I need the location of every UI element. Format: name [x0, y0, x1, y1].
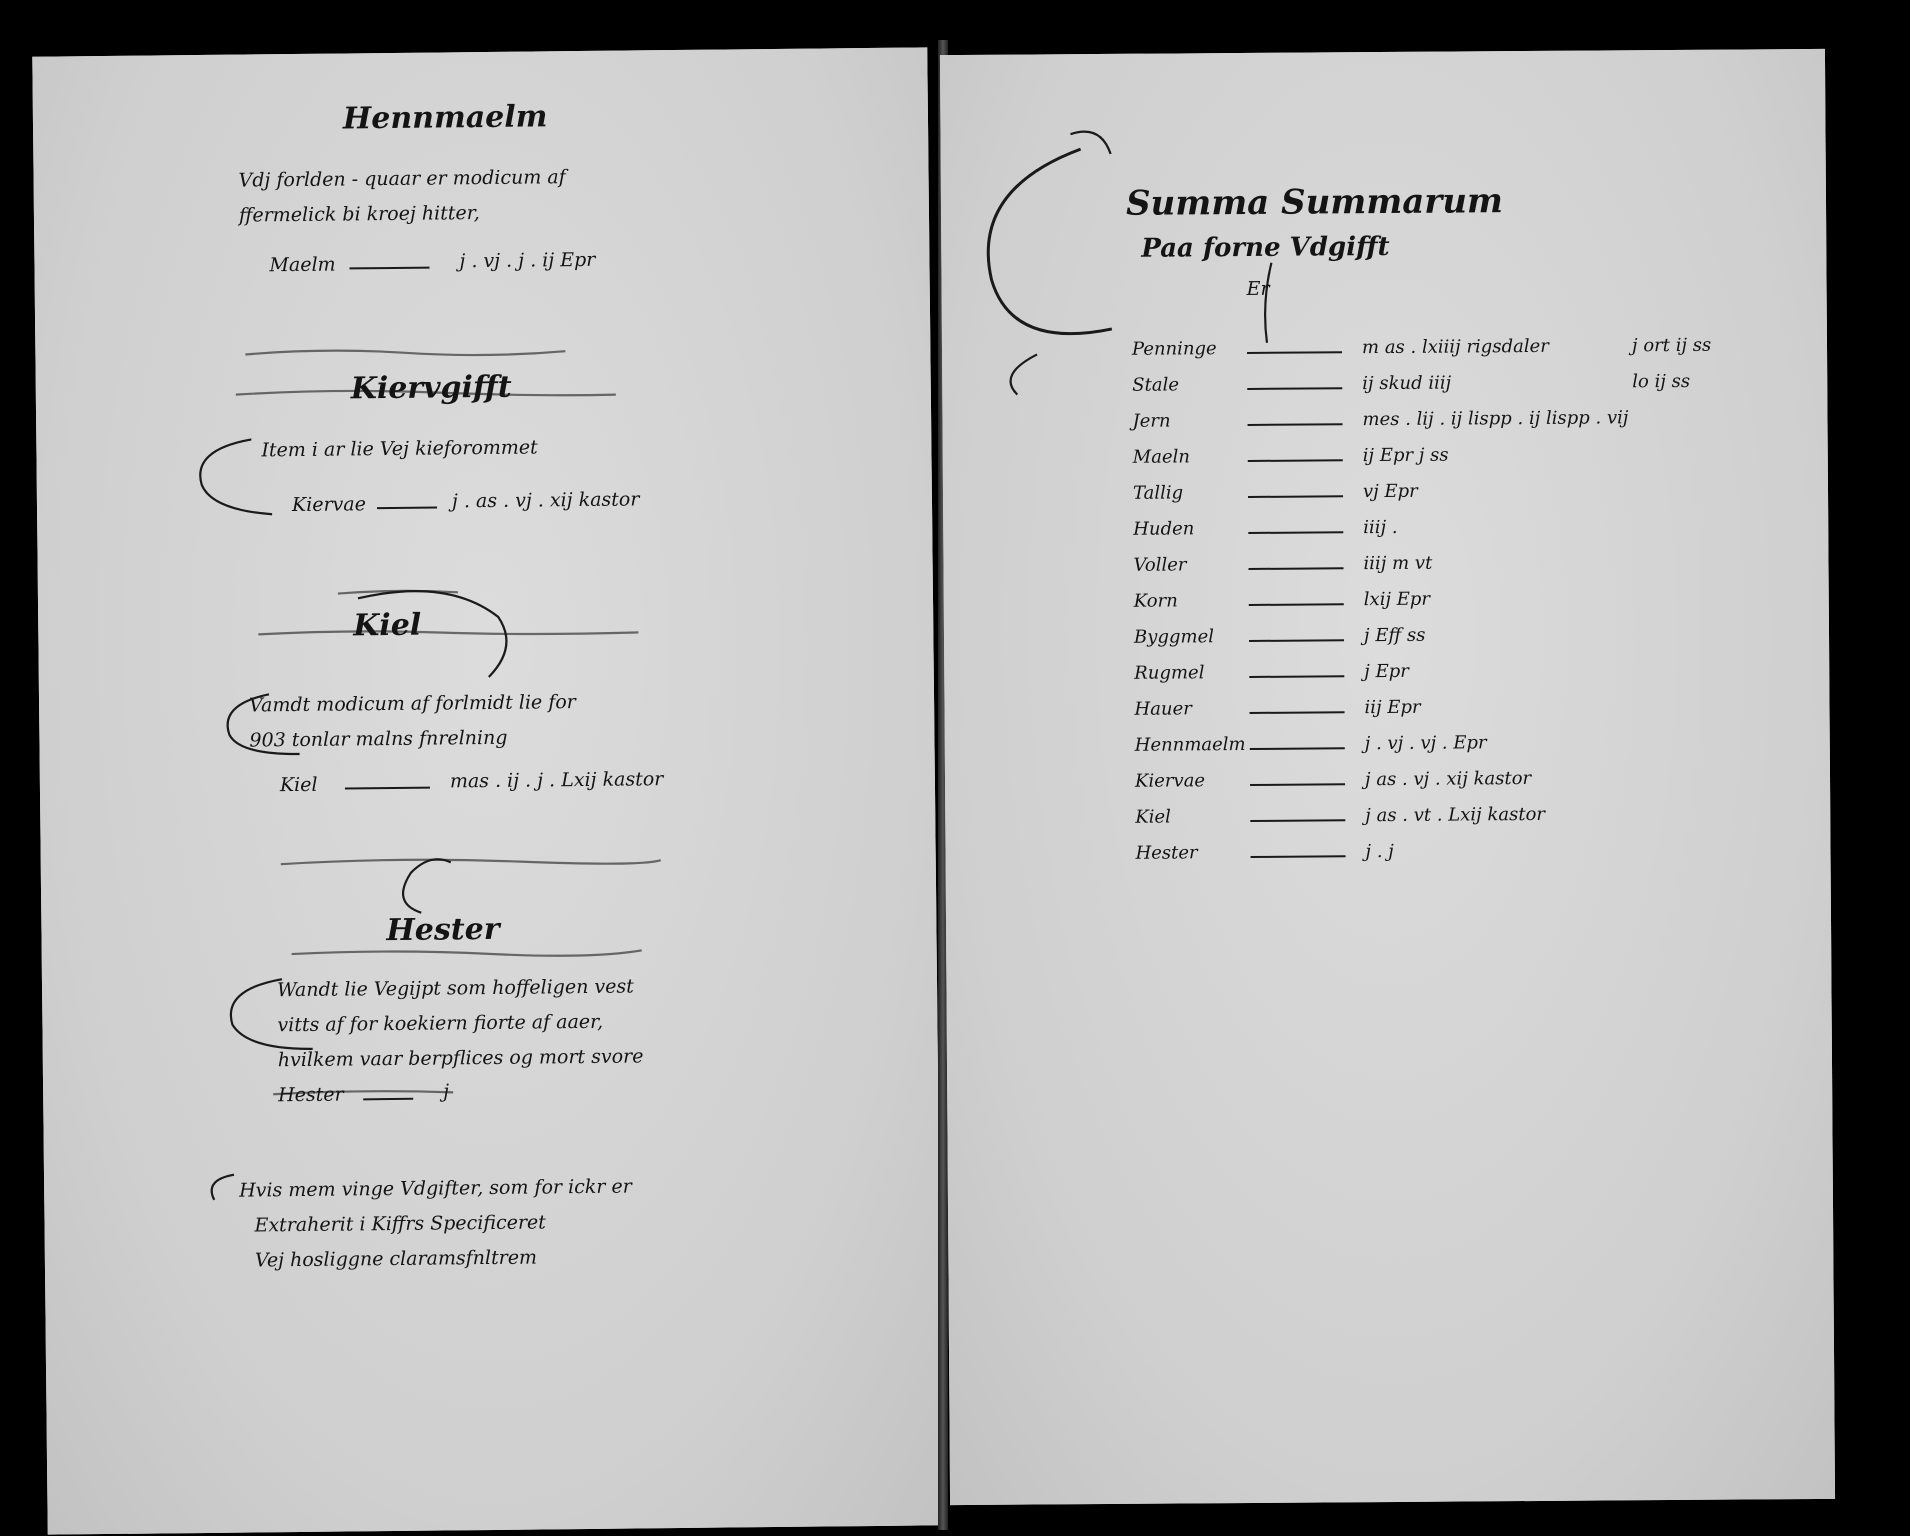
entry-dash [349, 266, 430, 270]
summary-row-value: ij Epr j ss [1362, 444, 1449, 467]
summary-er: Er [1246, 277, 1270, 300]
summary-row-value: j . vj . vj . Epr [1364, 732, 1487, 755]
section2-entry-label: Kiervae [291, 493, 367, 517]
section3-line2: 903 tonlar malns fnrelning [249, 726, 508, 752]
section-heading-hester: Hester [386, 911, 500, 949]
summary-row-label: Hennmaelm [1134, 733, 1246, 756]
section4-line1: Wandt lie Vegijpt som hoffeligen vest [276, 975, 634, 1002]
summary-row-dash [1250, 783, 1346, 786]
section1-line2: ffermelick bi kroej hitter, [238, 202, 480, 227]
section4-line3: hvilkem vaar berpflices og mort svore [277, 1045, 644, 1072]
summary-row-label: Penninge [1131, 338, 1217, 360]
summary-row-value: j as . vj . xij kastor [1364, 767, 1532, 791]
summary-row-label: Byggmel [1133, 626, 1215, 648]
section1-line1: Vdj forlden - quaar er modicum af [238, 166, 566, 192]
summary-row-value: vj Epr [1362, 480, 1418, 503]
entry-dash [363, 1097, 414, 1101]
summary-row-dash [1247, 459, 1343, 462]
book-spine [938, 40, 948, 1530]
summary-row-label: Korn [1133, 590, 1178, 612]
summary-row-label: Hauer [1134, 698, 1192, 720]
section3-entry-label: Kiel [279, 773, 318, 797]
summary-row-value: j Epr [1364, 660, 1409, 683]
closing-note-line3: Vej hosliggne claramsfnltrem [254, 1246, 538, 1272]
summary-row-dash [1248, 567, 1344, 570]
entry-dash [377, 506, 438, 510]
summary-row-label: Voller [1133, 554, 1187, 576]
summary-row-label: Stale [1132, 374, 1180, 396]
section2-entry-value: j . as . vj . xij kastor [451, 488, 640, 513]
summary-row-dash [1249, 711, 1345, 714]
summary-row-dash [1249, 639, 1345, 642]
summary-row-value: iiij . [1363, 516, 1398, 539]
summary-row-dash [1250, 855, 1346, 858]
summary-row-value: j . j [1365, 840, 1394, 863]
summary-row-extra: j ort ij ss [1631, 334, 1712, 357]
summary-row-dash [1249, 675, 1345, 678]
summary-row-dash [1247, 387, 1343, 390]
closing-note-line2: Extraherit i Kiffrs Specificeret [254, 1211, 546, 1237]
section1-entry-value: j . vj . j . ij Epr [459, 248, 596, 273]
summary-title: Summa Summarum [1125, 181, 1504, 224]
summary-row-label: Kiel [1135, 806, 1171, 828]
summary-row-value: mes . lij . ij lispp . ij lispp . vij [1362, 407, 1629, 431]
summary-subtitle: Paa forne Vdgifft [1141, 231, 1390, 264]
section-heading-kiervgifft: Kiervgifft [350, 369, 512, 407]
section4-line2: vitts af for koekiern fiorte af aaer, [277, 1010, 604, 1037]
summary-row-value: lxij Epr [1363, 588, 1431, 611]
summary-row-label: Hester [1135, 842, 1198, 864]
right-page: Summa Summarum Paa forne Vdgifft Er Penn… [939, 48, 1836, 1506]
summary-row-dash [1248, 495, 1344, 498]
entry-dash [344, 786, 430, 790]
section-heading-hennmaelm: Hennmaelm [342, 99, 548, 137]
section4-entry-label: Hester [278, 1083, 344, 1107]
section4-entry-value: j [443, 1080, 450, 1103]
section1-entry-label: Maelm [269, 253, 336, 277]
section2-line1: Item i ar lie Vej kieforommet [261, 436, 538, 462]
section-heading-kiel: Kiel [353, 607, 422, 644]
summary-row-value: j Eff ss [1363, 624, 1426, 647]
summary-row-value: m as . lxiiij rigsdaler [1361, 335, 1549, 359]
summary-row-label: Maeln [1132, 446, 1191, 468]
section3-line1: Vamdt modicum af forlmidt lie for [248, 691, 576, 717]
summary-row-value: iij Epr [1364, 696, 1421, 719]
summary-row-label: Huden [1133, 518, 1195, 540]
summary-row-dash [1247, 423, 1343, 426]
closing-note-line1: Hvis mem vinge Vdgifter, som for ickr er [239, 1175, 632, 1202]
left-page: Hennmaelm Vdj forlden - quaar er modicum… [32, 47, 943, 1535]
summary-row-label: Rugmel [1134, 662, 1205, 684]
summary-row-label: Kiervae [1134, 770, 1206, 792]
summary-row-dash [1248, 531, 1344, 534]
summary-row-dash [1250, 819, 1346, 822]
summary-row-dash [1249, 747, 1345, 750]
summary-row-dash [1247, 351, 1343, 354]
summary-row-value: ij skud iiij [1362, 372, 1452, 395]
section3-entry-value: mas . ij . j . Lxij kastor [449, 768, 664, 793]
summary-row-value: j as . vt . Lxij kastor [1365, 803, 1546, 827]
summary-row-extra: lo ij ss [1632, 370, 1691, 393]
summary-table: Penninge m as . lxiiij rigsdaler j ort ij … [940, 49, 1825, 864]
summary-row-label: Tallig [1132, 482, 1184, 504]
summary-row-label: Jern [1132, 410, 1171, 432]
summary-row-dash [1248, 603, 1344, 606]
summary-row-value: iiij m vt [1363, 552, 1433, 575]
